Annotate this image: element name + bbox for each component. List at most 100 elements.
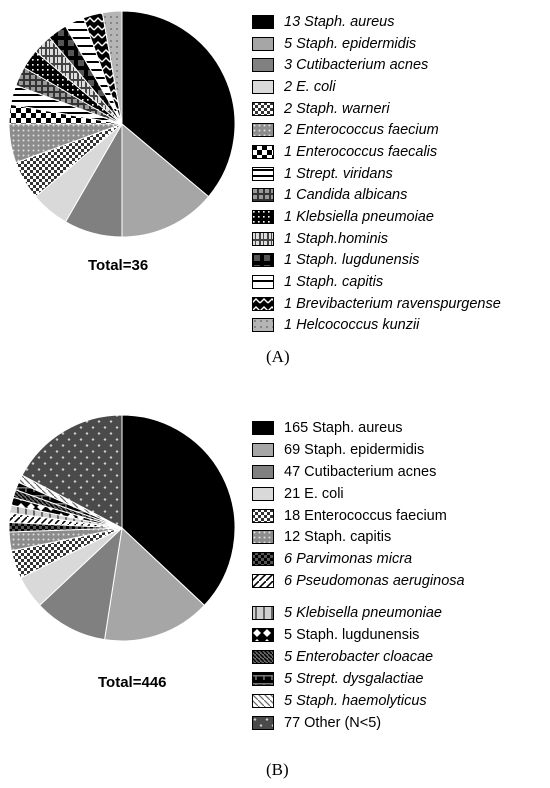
legend-item: 47 Cutibacterium acnes <box>252 461 465 483</box>
legend-swatch <box>252 671 274 686</box>
legend-label: 5 Enterobacter cloacae <box>284 648 434 665</box>
legend-swatch <box>252 210 274 225</box>
legend-item: 1 Enterococcus faecalis <box>252 141 501 163</box>
legend-swatch <box>252 574 274 589</box>
legend-label: 5 Staph. haemolyticus <box>284 692 427 709</box>
legend-item: 3 Cutibacterium acnes <box>252 54 501 76</box>
legend-item: 1 Strept. viridans <box>252 163 501 185</box>
legend-swatch <box>252 420 274 435</box>
legend-swatch <box>252 627 274 642</box>
legend-item: 13 Staph. aureus <box>252 11 501 33</box>
legend-item: 1 Candida albicans <box>252 185 501 207</box>
legend-item: 69 Staph. epidermidis <box>252 439 465 461</box>
legend-label: 5 Klebisella pneumoniae <box>284 605 442 622</box>
legend-label: 5 Staph. lugdunensis <box>284 626 420 643</box>
legend-item: 77 Other (N<5) <box>252 712 465 734</box>
legend-item: 1 Klebsiella pneumoiae <box>252 206 501 228</box>
legend-label: 1 Staph. lugdunensis <box>284 252 420 269</box>
legend-label: 1 Klebsiella pneumoiae <box>284 209 434 226</box>
legend-item: 1 Staph. capitis <box>252 271 501 293</box>
legend-label: 18 Enterococcus faecium <box>284 507 447 524</box>
legend-item: 2 Enterococcus faecium <box>252 119 501 141</box>
legend-swatch <box>252 166 274 181</box>
legend-label: 2 E. coli <box>284 78 336 95</box>
legend-item: 1 Staph. lugdunensis <box>252 250 501 272</box>
legend-item: 2 Staph. warneri <box>252 98 501 120</box>
legend-swatch <box>252 715 274 730</box>
legend-label: 13 Staph. aureus <box>284 13 395 30</box>
legend-label: 1 Staph. capitis <box>284 274 384 291</box>
total-label-a: Total=36 <box>88 257 149 274</box>
legend-swatch <box>252 649 274 664</box>
legend-swatch <box>252 144 274 159</box>
legend-item: 2 E. coli <box>252 76 501 98</box>
pie-slice-165-staph-aureus <box>121 414 236 607</box>
pie-slice-13-staph-aureus <box>121 10 236 198</box>
legend-swatch <box>252 58 274 73</box>
legend-label: 69 Staph. epidermidis <box>284 441 425 458</box>
legend-label: 1 Enterococcus faecalis <box>284 143 438 160</box>
legend-label: 5 Strept. dysgalactiae <box>284 670 424 687</box>
legend-item: 5 Staph. epidermidis <box>252 33 501 55</box>
legend-label: 1 Strept. viridans <box>284 165 393 182</box>
pie-slice-69-staph-epidermidis <box>103 526 206 642</box>
legend-swatch <box>252 508 274 523</box>
legend-swatch <box>252 14 274 29</box>
legend-label: 1 Staph.hominis <box>284 230 388 247</box>
legend-label: 3 Cutibacterium acnes <box>284 57 429 74</box>
legend-label: 1 Brevibacterium ravenspurgense <box>284 295 501 312</box>
legend-item: 5 Staph. haemolyticus <box>252 690 465 712</box>
legend-item: 165 Staph. aureus <box>252 417 465 439</box>
pie-slice-47-cutibacterium-acnes <box>38 526 123 641</box>
pie-slice-77-other-n-5 <box>21 414 123 529</box>
legend-item: 5 Klebisella pneumoniae <box>252 602 465 624</box>
legend-item: 5 Enterobacter cloacae <box>252 646 465 668</box>
legend-swatch <box>252 275 274 290</box>
legend-label: 1 Candida albicans <box>284 187 408 204</box>
legend-item: 1 Brevibacterium ravenspurgense <box>252 293 501 315</box>
legend-swatch <box>252 253 274 268</box>
legend-item: 12 Staph. capitis <box>252 526 465 548</box>
pie-slice-5-staph-epidermidis <box>121 122 210 238</box>
legend-swatch <box>252 296 274 311</box>
legend-label: 2 Enterococcus faecium <box>284 122 439 139</box>
legend-swatch <box>252 79 274 94</box>
legend-item: 21 E. coli <box>252 483 465 505</box>
legend-label: 21 E. coli <box>284 485 344 502</box>
legend-label: 1 Helcococcus kunzii <box>284 317 420 334</box>
legend-label: 77 Other (N<5) <box>284 714 382 731</box>
legend-swatch <box>252 693 274 708</box>
legend-a: 13 Staph. aureus 5 Staph. epidermidis 3 Cu… <box>252 11 501 336</box>
legend-label: 6 Parvimonas micra <box>284 551 413 568</box>
legend-label: 12 Staph. capitis <box>284 529 392 546</box>
legend-swatch <box>252 486 274 501</box>
legend-label: 2 Staph. warneri <box>284 100 390 117</box>
legend-swatch <box>252 36 274 51</box>
legend-swatch <box>252 552 274 567</box>
legend-swatch <box>252 318 274 333</box>
legend-item: 5 Strept. dysgalactiae <box>252 668 465 690</box>
legend-swatch <box>252 231 274 246</box>
legend-label: 5 Staph. epidermidis <box>284 35 417 52</box>
legend-item: 6 Parvimonas micra <box>252 548 465 570</box>
legend-swatch <box>252 123 274 138</box>
panel-label-a: (A) <box>266 347 290 366</box>
legend-swatch <box>252 530 274 545</box>
pie-chart-a <box>8 10 236 238</box>
legend-swatch <box>252 188 274 203</box>
legend-item: 6 Pseudomonas aeruginosa <box>252 570 465 592</box>
legend-b: 165 Staph. aureus 69 Staph. epidermidis 47… <box>252 417 465 733</box>
legend-label: 47 Cutibacterium acnes <box>284 463 437 480</box>
legend-swatch <box>252 606 274 621</box>
legend-item: 1 Helcococcus kunzii <box>252 315 501 337</box>
legend-label: 165 Staph. aureus <box>284 419 403 436</box>
legend-swatch <box>252 101 274 116</box>
legend-item: 18 Enterococcus faecium <box>252 505 465 527</box>
legend-label: 6 Pseudomonas aeruginosa <box>284 573 465 590</box>
pie-slice-1-helcococcus-kunzii <box>101 10 123 125</box>
legend-item: 1 Staph.hominis <box>252 228 501 250</box>
legend-item: 5 Staph. lugdunensis <box>252 624 465 646</box>
total-label-b: Total=446 <box>98 674 167 691</box>
pie-chart-b <box>8 414 236 642</box>
legend-swatch <box>252 464 274 479</box>
